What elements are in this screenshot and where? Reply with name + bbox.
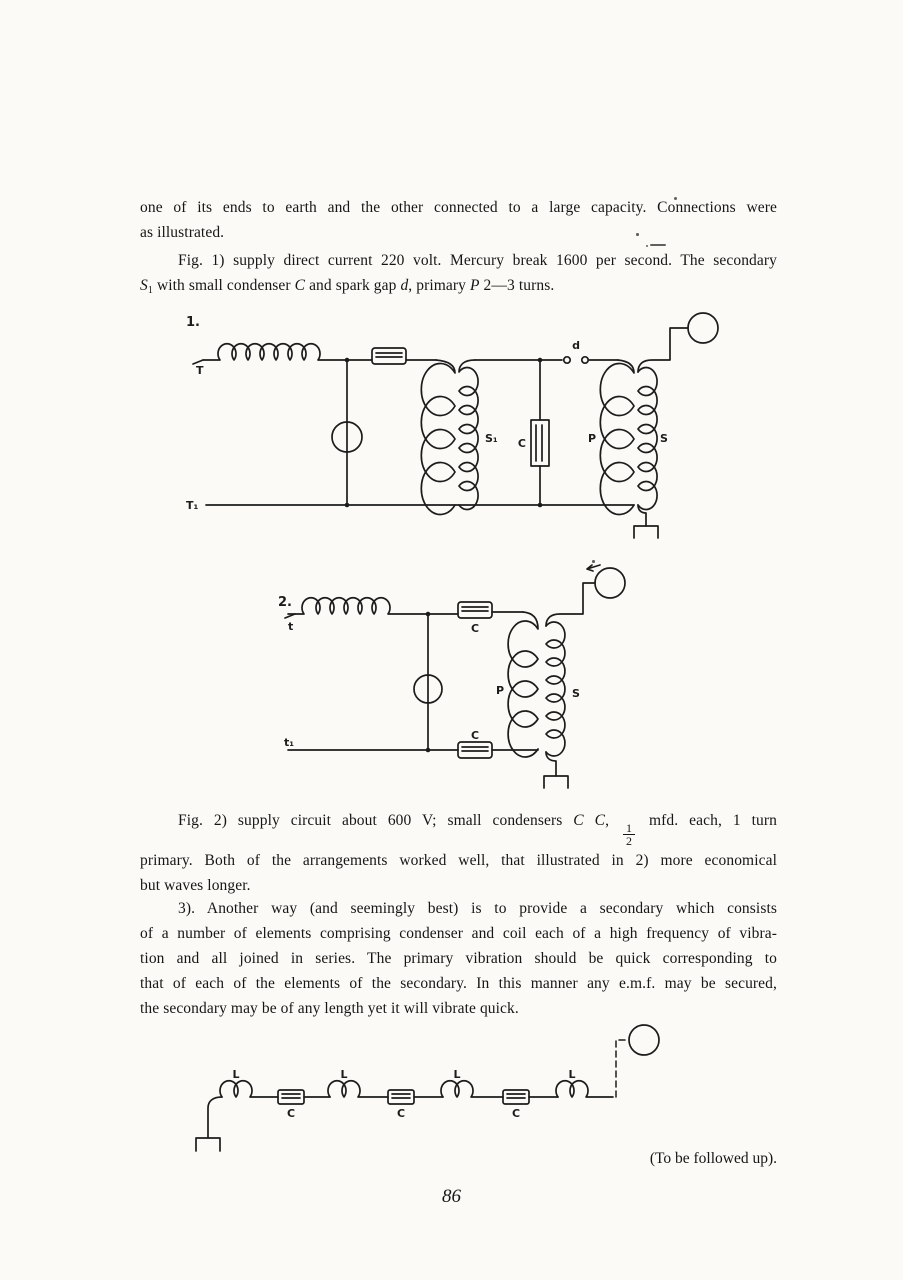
series-inductor-coil bbox=[287, 596, 429, 615]
arrow-mark bbox=[586, 564, 601, 572]
text-line: but waves longer. bbox=[140, 876, 251, 894]
element-condenser-3 bbox=[502, 1089, 530, 1105]
text-line: tion and all joined in series. The prima… bbox=[140, 950, 777, 967]
text-line: of a number of elements comprising conde… bbox=[140, 925, 777, 942]
figure-2-circuit-diagram: 2. t C P S t₁ C bbox=[278, 564, 626, 789]
text-line: S1 with small condenser C and spark gap … bbox=[140, 277, 555, 296]
fig1-condenser-label: C bbox=[518, 437, 526, 450]
capacity-ball bbox=[594, 567, 626, 599]
spark-gap-right-ball bbox=[580, 355, 590, 365]
fig1-secondary-s1-label: S₁ bbox=[485, 432, 498, 445]
scan-speckle bbox=[650, 244, 666, 246]
bottom-condenser bbox=[457, 741, 493, 759]
element-condenser-1 bbox=[277, 1089, 305, 1105]
fig3-coil-label-3: L bbox=[453, 1068, 460, 1081]
transformer2-primary-coil bbox=[599, 359, 635, 516]
earth-lead bbox=[545, 751, 557, 777]
spark-gap-left-ball bbox=[562, 355, 572, 365]
text-line: one of its ends to earth and the other c… bbox=[140, 199, 777, 216]
fig2-number-label: 2. bbox=[278, 595, 292, 610]
fig3-coil-label-2: L bbox=[340, 1068, 347, 1081]
transformer1-secondary-coil bbox=[458, 359, 479, 511]
capacity-ball bbox=[687, 312, 719, 344]
fig2-primary-label: P bbox=[496, 684, 504, 697]
text-line: as illustrated. bbox=[140, 224, 225, 241]
fig2-secondary-label: S bbox=[572, 687, 580, 700]
fig1-terminal-top-label: T bbox=[196, 364, 204, 377]
earth-ground-symbol bbox=[633, 525, 659, 539]
element-condenser-2 bbox=[387, 1089, 415, 1105]
fig2-top-condenser-label: C bbox=[471, 622, 479, 635]
capacity-ball bbox=[628, 1024, 660, 1056]
text-line: the secondary may be of any length yet i… bbox=[140, 1000, 519, 1017]
capacity-ball-riser bbox=[615, 1039, 629, 1098]
earth-lead bbox=[207, 1096, 223, 1139]
scan-speckle bbox=[674, 197, 677, 200]
scan-speckle bbox=[646, 245, 648, 247]
text-line: that of each of the elements of the seco… bbox=[140, 975, 777, 992]
earth-ground-symbol bbox=[543, 775, 569, 789]
fig3-coil-label-1: L bbox=[232, 1068, 239, 1081]
fig2-terminal-top-label: t bbox=[288, 620, 293, 633]
figure-3-circuit-diagram: L C L C L C L bbox=[195, 1024, 660, 1152]
mercury-break-device bbox=[331, 421, 363, 453]
shunt-condenser bbox=[530, 419, 550, 467]
secondary-coil bbox=[545, 621, 566, 757]
fig1-number-label: 1. bbox=[186, 315, 200, 330]
scan-speckle bbox=[636, 233, 639, 236]
closing-note: (To be followed up). bbox=[649, 1150, 777, 1167]
text-line: 3). Another way (and seemingly best) is … bbox=[178, 900, 777, 917]
element-coil-3 bbox=[440, 1079, 504, 1098]
scan-speckle bbox=[592, 560, 595, 563]
element-coil-2 bbox=[327, 1079, 389, 1098]
paragraph-fig2-description: Fig. 2) supply circuit about 600 V; smal… bbox=[140, 808, 777, 898]
text-line: Fig. 1) supply direct current 220 volt. … bbox=[178, 252, 777, 269]
fig1-secondary-label: S bbox=[660, 432, 668, 445]
element-coil-4 bbox=[555, 1079, 614, 1098]
fig1-primary-label: P bbox=[588, 432, 596, 445]
text-line: Fig. 2) supply circuit about 600 V; smal… bbox=[178, 812, 777, 849]
fig3-condenser-label-3: C bbox=[512, 1107, 520, 1120]
page-number: 86 bbox=[442, 1186, 461, 1207]
fig2-bottom-condenser-label: C bbox=[471, 729, 479, 742]
fig1-spark-gap-label: d bbox=[572, 339, 580, 352]
fig2-terminal-bottom-label: t₁ bbox=[284, 736, 294, 749]
capacity-ball-lead bbox=[545, 582, 596, 627]
series-inductor-coil bbox=[202, 342, 348, 361]
paragraph-continuation: one of its ends to earth and the other c… bbox=[140, 195, 777, 245]
primary-coil bbox=[507, 611, 539, 758]
paragraph-method-3: 3). Another way (and seemingly best) is … bbox=[140, 896, 777, 1021]
fig1-terminal-bottom-label: T₁ bbox=[186, 499, 199, 512]
transformer2-secondary-coil bbox=[637, 366, 658, 511]
paragraph-fig1-description: Fig. 1) supply direct current 220 volt. … bbox=[140, 248, 777, 303]
figure-1-circuit-diagram: 1. T S₁ d C P S bbox=[186, 312, 719, 539]
text-line: primary. Both of the arrangements worked… bbox=[140, 851, 777, 869]
fig3-condenser-label-1: C bbox=[287, 1107, 295, 1120]
series-condenser bbox=[371, 347, 407, 365]
break-device bbox=[413, 674, 443, 704]
top-condenser bbox=[457, 601, 493, 619]
supply-terminal-tick bbox=[192, 359, 204, 365]
fig3-coil-label-4: L bbox=[568, 1068, 575, 1081]
element-coil-1 bbox=[219, 1079, 279, 1098]
earth-lead bbox=[637, 504, 647, 527]
capacity-ball-lead bbox=[637, 327, 689, 373]
fig3-condenser-label-2: C bbox=[397, 1107, 405, 1120]
transformer1-primary-coil bbox=[420, 359, 456, 516]
